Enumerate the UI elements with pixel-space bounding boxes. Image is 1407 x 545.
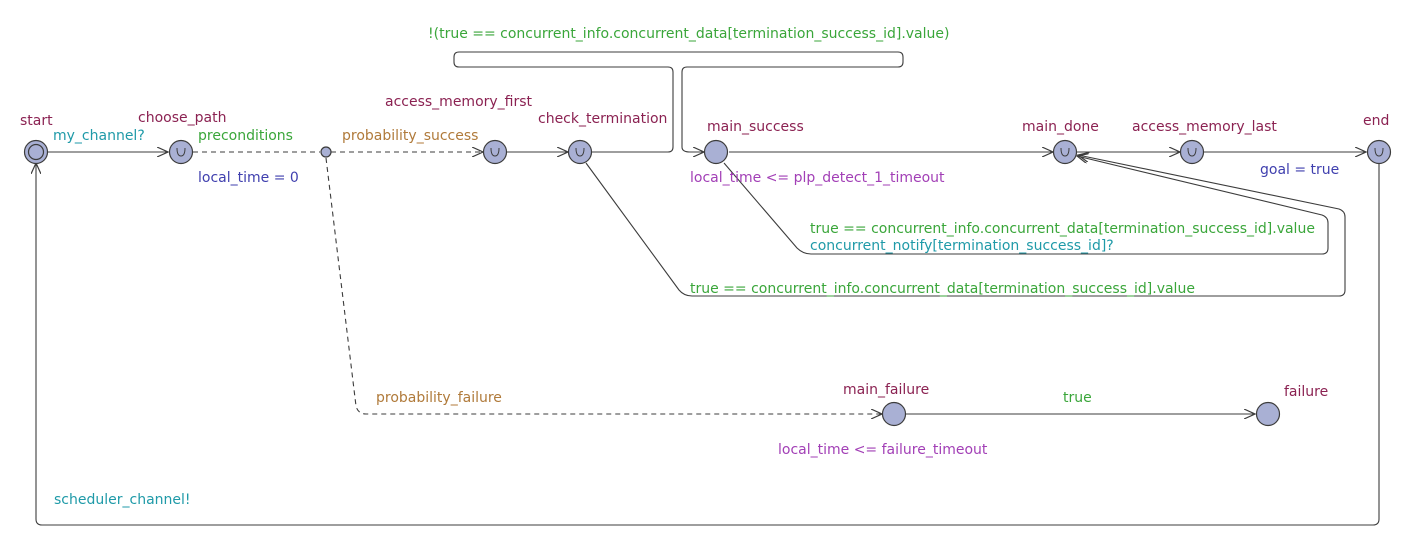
location-name-check-termination: check_termination	[538, 111, 668, 127]
edge-branch-main-failure[interactable]	[325, 157, 882, 414]
guard-preconditions: preconditions	[198, 128, 293, 144]
guard-terminated-notify: true == concurrent_info.concurrent_data[…	[810, 221, 1315, 237]
location-name-end: end	[1363, 113, 1390, 129]
location-name-access-memory-last: access_memory_last	[1132, 119, 1277, 135]
location-main-success[interactable]	[703, 139, 729, 165]
location-choose-path[interactable]	[168, 139, 194, 165]
branch-point[interactable]	[320, 146, 332, 158]
sync-scheduler: scheduler_channel!	[54, 492, 191, 508]
sync-my-channel: my_channel?	[53, 128, 145, 144]
location-name-main-done: main_done	[1022, 119, 1099, 135]
location-name-main-success: main_success	[707, 119, 804, 135]
guard-true: true	[1063, 390, 1092, 406]
guard-not-terminated: !(true == concurrent_info.concurrent_dat…	[428, 26, 950, 42]
location-name-choose-path: choose_path	[138, 110, 227, 126]
guard-terminated-check: true == concurrent_info.concurrent_data[…	[690, 281, 1195, 297]
prob-failure: probability_failure	[376, 390, 502, 406]
location-check-termination[interactable]	[567, 139, 593, 165]
location-main-done[interactable]	[1052, 139, 1078, 165]
location-main-failure[interactable]	[881, 401, 907, 427]
location-access-memory-last[interactable]	[1179, 139, 1205, 165]
location-name-main-failure: main_failure	[843, 382, 930, 398]
location-name-access-memory-first: access_memory_first	[385, 94, 533, 110]
edge-end-start[interactable]	[36, 163, 1380, 526]
edge-check-termination-main-done[interactable]	[585, 155, 1346, 297]
assign-local-time: local_time = 0	[198, 170, 299, 186]
prob-success: probability_success	[342, 128, 479, 144]
location-access-memory-first[interactable]	[482, 139, 508, 165]
assign-goal: goal = true	[1260, 162, 1340, 178]
location-end[interactable]	[1366, 139, 1392, 165]
location-start[interactable]	[23, 139, 49, 165]
sync-concurrent-notify: concurrent_notify[termination_success_id…	[810, 238, 1114, 254]
location-failure[interactable]	[1255, 401, 1281, 427]
location-name-start: start	[20, 113, 53, 129]
invariant-main-success: local_time <= plp_detect_1_timeout	[690, 170, 945, 186]
location-name-failure: failure	[1284, 384, 1329, 400]
edge-main-success-notify-main-done[interactable]	[723, 156, 1329, 255]
edge-check-termination-main-success[interactable]	[453, 51, 904, 152]
invariant-main-failure: local_time <= failure_timeout	[778, 442, 988, 458]
